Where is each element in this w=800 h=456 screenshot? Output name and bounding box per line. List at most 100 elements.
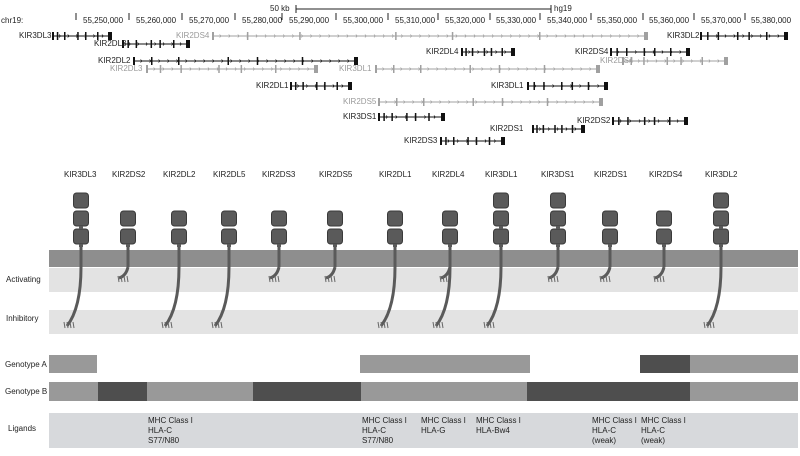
strand-arrow [427, 67, 430, 71]
tick-label: 55,320,000 [445, 16, 486, 25]
itam-mark [605, 275, 608, 283]
exon [441, 113, 445, 121]
exon [324, 82, 326, 90]
ig-domain [387, 228, 403, 245]
exon [299, 32, 301, 40]
itam-mark [659, 275, 662, 283]
strand-arrow [447, 139, 450, 143]
strand-arrow [690, 59, 694, 63]
exon [610, 48, 612, 56]
inhibitory-tail [213, 266, 231, 327]
ig-domain [550, 210, 566, 227]
tick-label: 55,280,000 [242, 16, 283, 25]
strand-arrow [67, 34, 70, 38]
genotype-a-segment [49, 355, 97, 373]
inhibitory-tail [65, 266, 83, 327]
exon [127, 40, 129, 48]
exon [428, 113, 430, 121]
exon [423, 98, 425, 106]
ig-domain [327, 228, 343, 245]
gene-model [532, 125, 585, 133]
exon [290, 82, 292, 90]
gene-model [122, 40, 190, 48]
activating-tail [600, 266, 612, 280]
strand-arrow [619, 119, 622, 123]
genotype-a-segment [690, 355, 798, 373]
gene-label: KIR3DL1 [491, 81, 524, 90]
strand-arrow [445, 67, 448, 71]
itam-mark [712, 321, 715, 329]
exon [627, 117, 629, 125]
itam-mark [662, 275, 665, 283]
exon [108, 32, 112, 40]
exon [393, 65, 395, 73]
strand-arrow [555, 34, 558, 38]
gene-model [212, 32, 648, 40]
exon [604, 82, 608, 90]
ig-domain [493, 210, 509, 227]
gene-label: KIR2DS4 [600, 56, 634, 65]
exon [684, 117, 688, 125]
itam-mark [706, 321, 709, 329]
strand-arrow [307, 67, 310, 71]
exon [186, 40, 190, 48]
strand-arrow [162, 67, 165, 71]
strand-arrow [292, 34, 295, 38]
strand-arrow [171, 67, 174, 71]
exon [501, 48, 503, 56]
gene-models [52, 32, 788, 145]
gene-model [133, 57, 358, 65]
activating-band [49, 268, 798, 292]
strand-arrow [486, 50, 489, 54]
strand-arrow [271, 67, 274, 71]
strand-arrow [472, 67, 475, 71]
genotype-b-segment [527, 382, 690, 401]
strand-arrow [145, 42, 148, 46]
strand-arrow [529, 100, 532, 104]
strand-arrow [128, 42, 131, 46]
exon [354, 57, 358, 65]
itam-mark [330, 275, 333, 283]
exon [511, 48, 515, 56]
strand-arrow [768, 34, 771, 38]
exon [543, 82, 545, 90]
tick-label: 55,340,000 [547, 16, 588, 25]
strand-arrow [582, 34, 585, 38]
itam-mark [66, 321, 69, 329]
strand-arrow [456, 139, 459, 143]
exon [383, 113, 385, 121]
tick-label: 55,300,000 [343, 16, 384, 25]
strand-arrow [419, 34, 422, 38]
ig-domain [171, 228, 187, 245]
strand-arrow [717, 59, 720, 63]
strand-arrow [355, 34, 358, 38]
strand-arrow [484, 139, 487, 143]
strand-arrow [337, 34, 340, 38]
receptor-name: KIR2DS2 [112, 170, 146, 179]
strand-arrow [280, 67, 283, 71]
strand-arrow [329, 59, 332, 63]
exon [150, 40, 153, 48]
ligand-text: MHC Class I HLA-C S77/N80 [148, 416, 193, 445]
exon [618, 117, 620, 125]
gene-model [375, 65, 600, 73]
strand-arrow [708, 59, 711, 63]
exon [587, 82, 590, 90]
ligand-text: MHC Class I HLA-C S77/N80 [362, 416, 407, 445]
exon [159, 40, 161, 48]
itam-mark [324, 275, 327, 283]
coordinate-ticks [75, 13, 746, 20]
strand-arrow [556, 100, 559, 104]
itam-mark [486, 321, 489, 329]
strand-arrow [409, 67, 412, 71]
receptor-name: KIR2DL4 [432, 170, 465, 179]
strand-arrow [673, 59, 676, 63]
strand-arrow [234, 67, 237, 71]
exon [471, 48, 474, 56]
itam-mark [63, 321, 66, 329]
receptor [324, 210, 343, 283]
ligand-text: MHC Class I HLA-Bw4 [476, 416, 521, 435]
exon [77, 32, 79, 40]
exon [680, 57, 682, 65]
strand-arrow [511, 100, 514, 104]
